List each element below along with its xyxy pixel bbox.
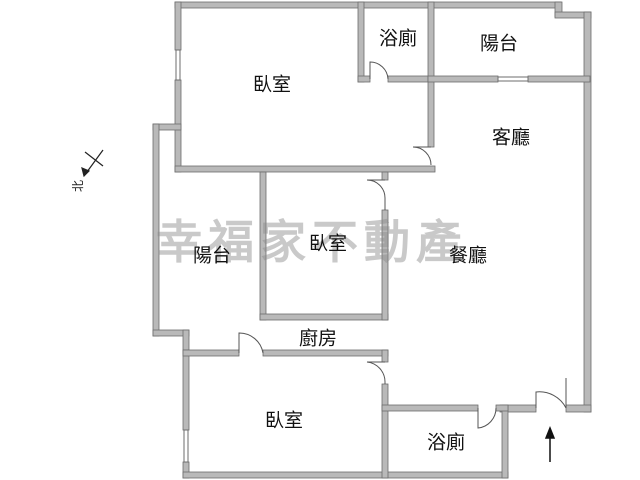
room-label-bath-bottom: 浴廁 <box>427 431 465 454</box>
room-label-bedroom-bottom: 臥室 <box>265 410 303 432</box>
compass-arrow-icon <box>81 149 104 178</box>
room-label-balcony-left: 陽台 <box>193 245 231 267</box>
watermark-text: 幸福家不動產 <box>156 215 468 269</box>
door-bedroom-bottom <box>366 361 386 384</box>
room-label-dining-room: 餐廳 <box>449 245 487 267</box>
room-label-bedroom-middle: 臥室 <box>309 233 347 255</box>
door-bedroom-top <box>412 146 432 166</box>
room-label-kitchen: 廚房 <box>299 327 337 350</box>
entrance-arrow-icon <box>544 425 556 462</box>
windows <box>175 49 529 463</box>
room-label-bath-top: 浴廁 <box>379 27 417 50</box>
door-bath-top <box>369 61 389 80</box>
door-balcony-left <box>238 332 264 354</box>
room-label-bedroom-top: 臥室 <box>253 74 291 96</box>
room-label-balcony-top: 陽台 <box>480 33 518 55</box>
room-label-living-room: 客廳 <box>492 127 530 149</box>
door-bedroom-middle <box>366 179 386 210</box>
walls <box>152 1 592 479</box>
door-entrance <box>535 378 567 409</box>
doors <box>238 61 567 429</box>
door-bath-bottom <box>477 407 497 429</box>
compass-label: 北 <box>71 180 85 192</box>
